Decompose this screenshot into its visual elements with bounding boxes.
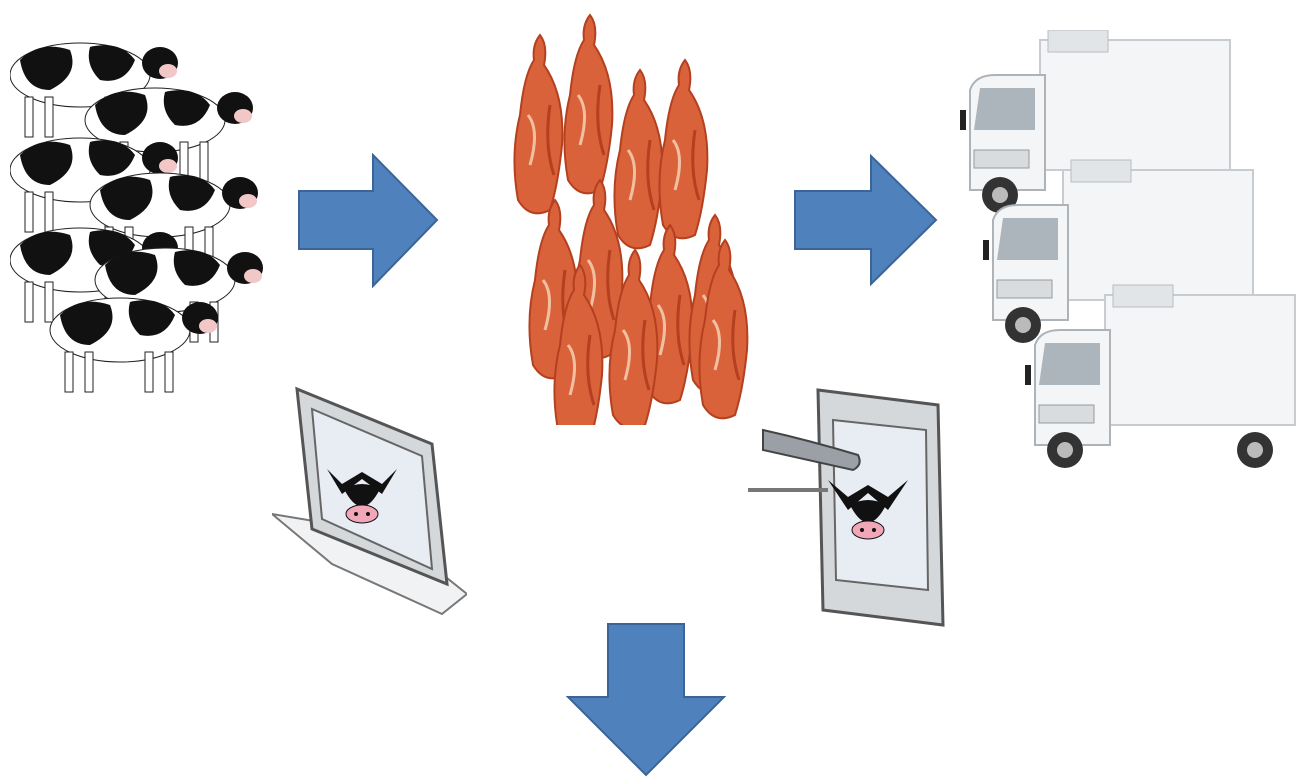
refrigerated-truck-icon [955, 30, 1299, 470]
cow-face-icon [327, 469, 397, 524]
computer-monitor-icon [272, 384, 467, 619]
cow-herd-icon [10, 25, 265, 455]
arrow-down-icon [566, 622, 726, 777]
arrow-right-icon [793, 154, 938, 286]
tablet-scanner-icon [748, 385, 960, 630]
cow-face-icon [828, 480, 908, 540]
meat-carcass-icon [505, 10, 755, 425]
arrow-right-icon [297, 153, 439, 288]
